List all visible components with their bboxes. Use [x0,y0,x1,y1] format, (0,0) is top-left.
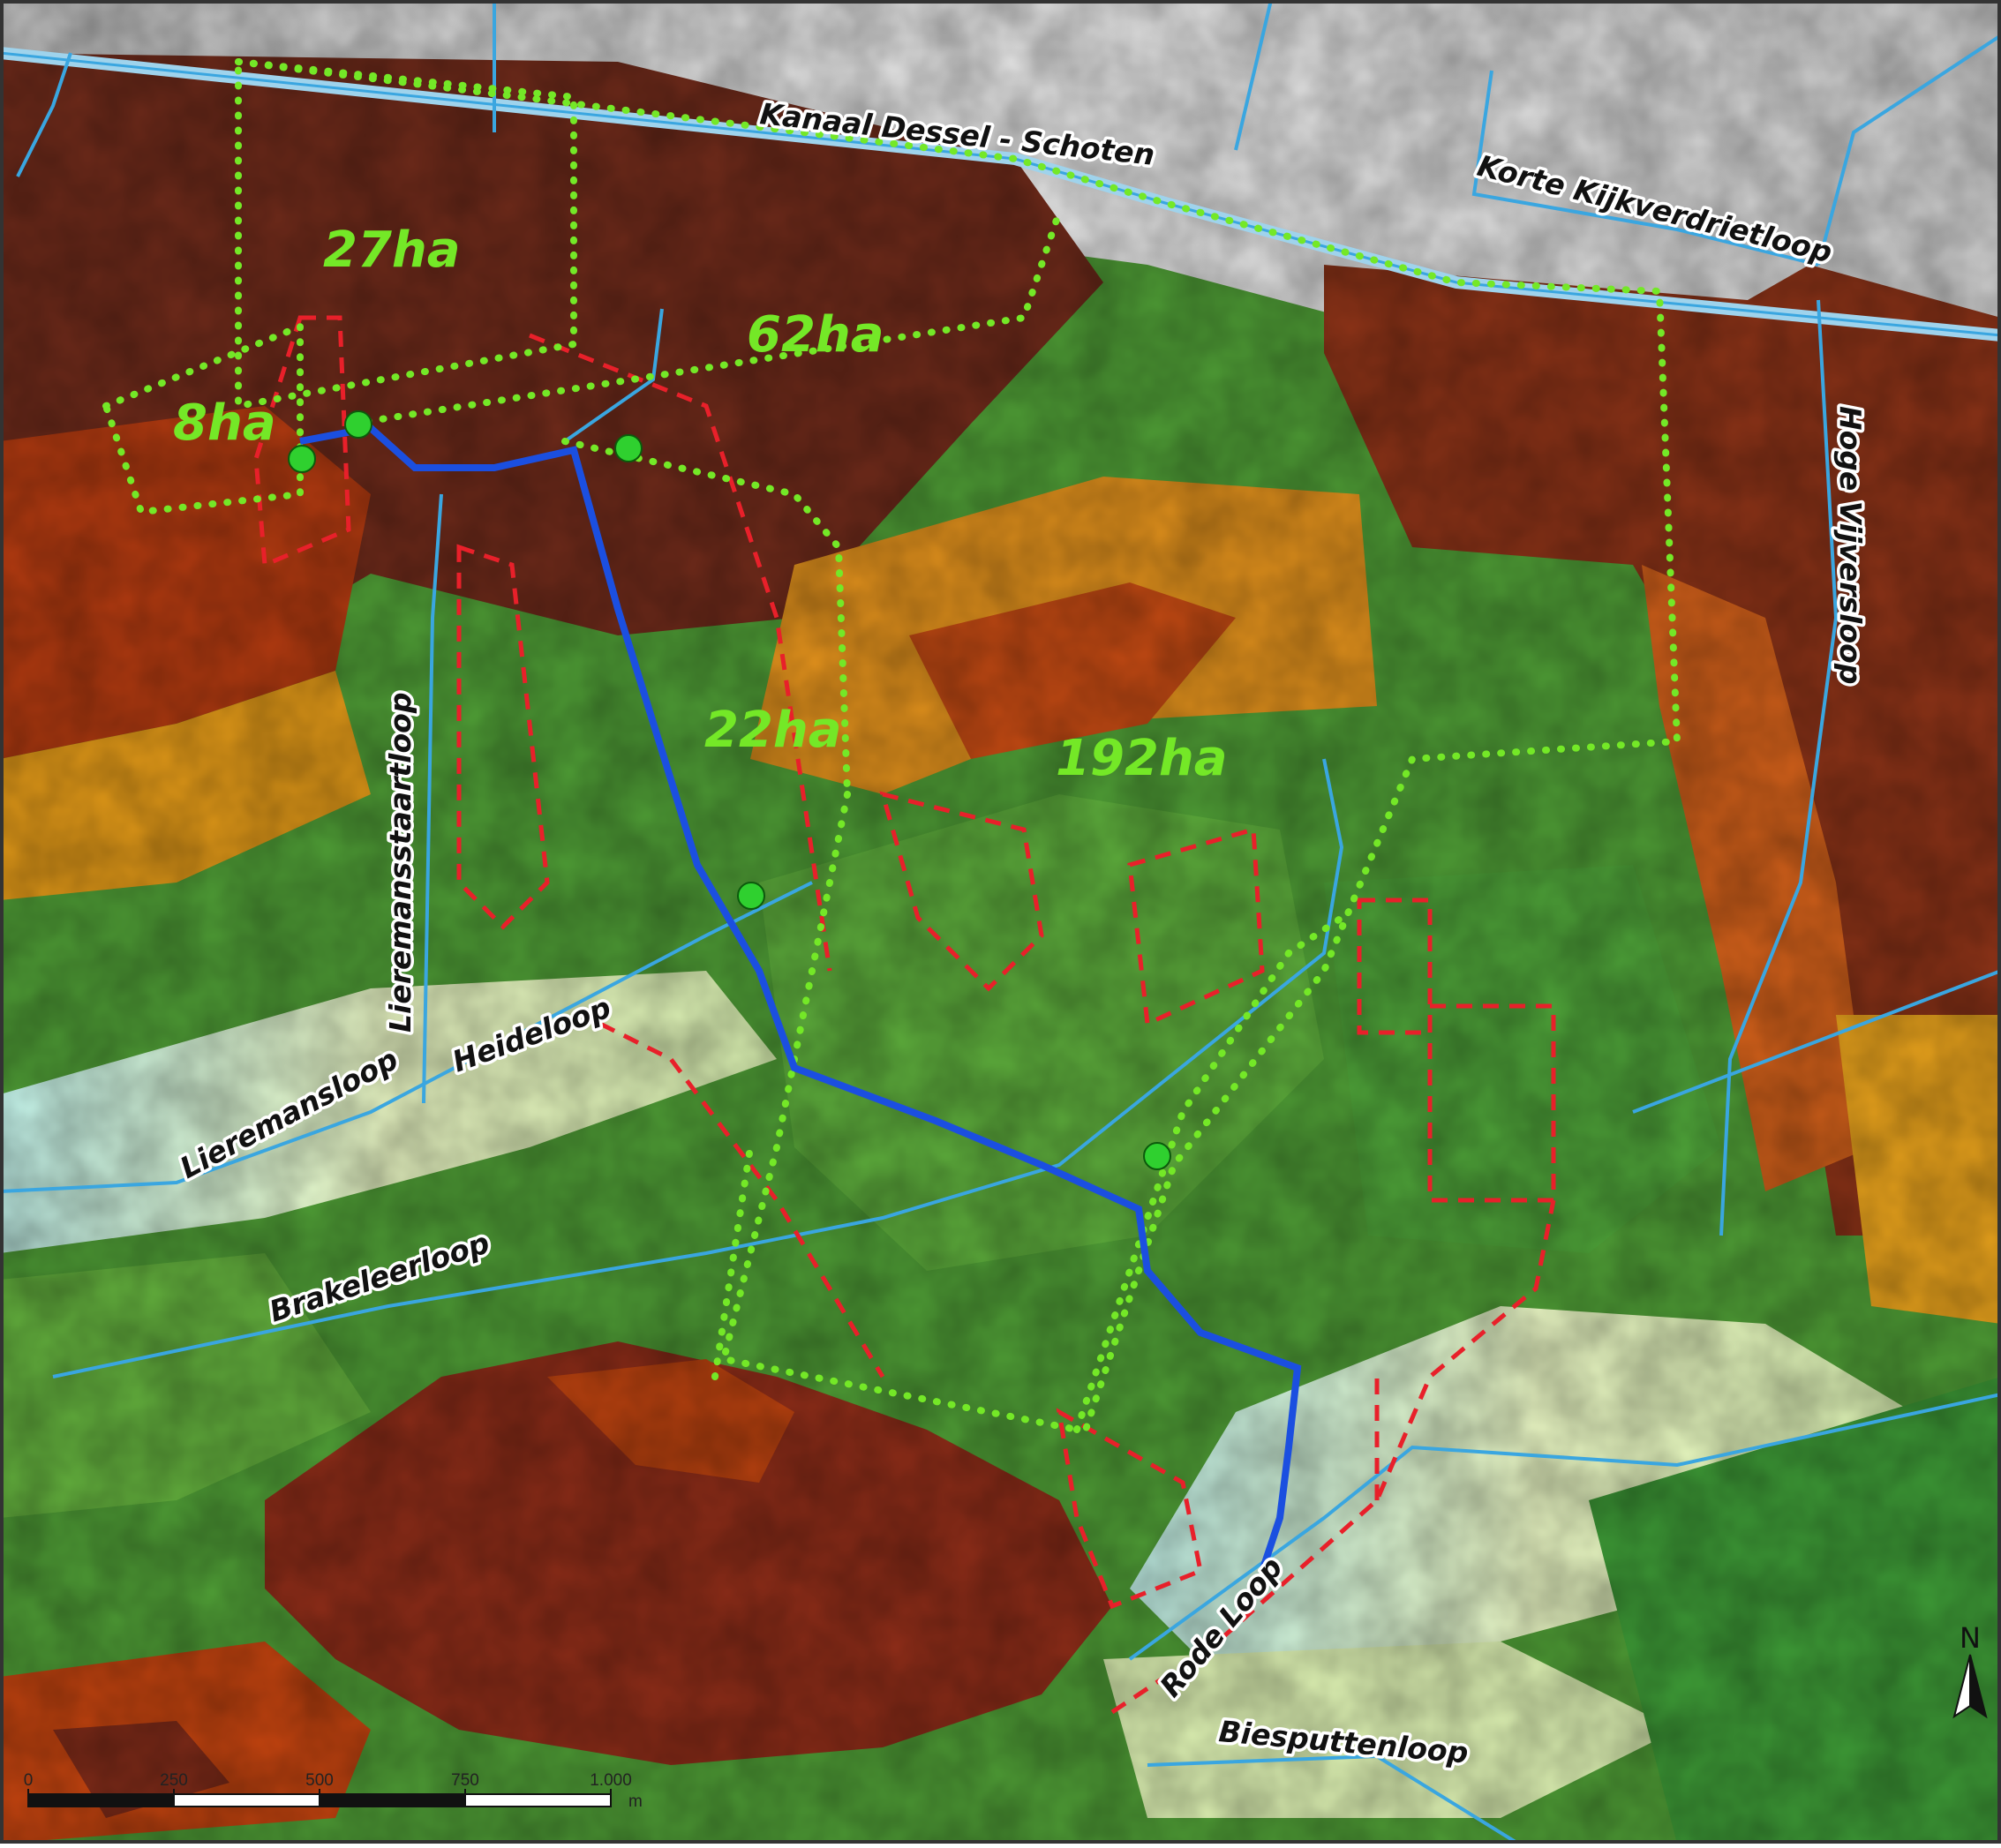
label-area-27ha: 27ha [323,222,461,279]
point-marker [614,434,643,462]
point-marker [737,882,765,910]
north-arrow-label: N [1960,1621,1981,1655]
label-area-62ha: 62ha [747,306,884,364]
scale-unit: m [628,1792,643,1811]
scale-tick-250: 250 [160,1771,188,1790]
label-area-22ha: 22ha [704,702,842,759]
scale-tick-500: 500 [305,1771,334,1790]
label-hoge-vijversloop: Hoge Vijversloop [1833,406,1868,684]
scale-tick-0: 0 [24,1771,34,1790]
scale-tick-1000: 1.000 [590,1771,632,1790]
point-marker [1143,1142,1171,1170]
main-route [299,424,1302,1573]
label-lieremansstaartloop: Lieremansstaartloop [383,693,418,1033]
scale-tick-750: 750 [451,1771,479,1790]
label-area-192ha: 192ha [1056,730,1228,787]
area-labels: 27ha 62ha 8ha 22ha 192ha [173,222,1228,787]
north-arrow-icon [1952,1654,1988,1719]
scale-bar: 0 250 500 750 1.000 m [24,1771,643,1811]
green-catchment-boundaries [102,57,1681,1433]
point-markers [288,410,1171,1170]
point-marker [344,410,372,439]
red-parcel-boundaries [253,315,1556,1715]
point-marker [288,445,316,473]
label-area-8ha: 8ha [173,394,276,452]
north-arrow: N [1952,1621,1988,1719]
